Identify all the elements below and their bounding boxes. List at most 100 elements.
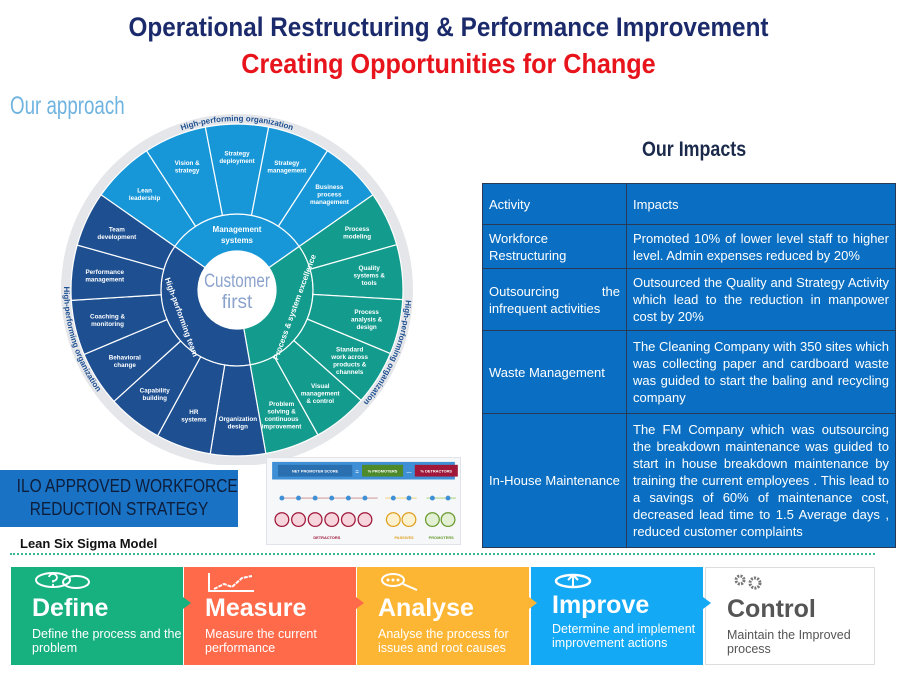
wheel-segment-label: channels: [336, 369, 364, 376]
nps-scale-dot: [429, 495, 435, 501]
nps-scale-dot: [312, 495, 318, 501]
step-name: Improve: [552, 591, 650, 619]
wheel-segment-label: Organization: [219, 416, 258, 423]
wheel-segment-label: process: [317, 191, 342, 198]
step-name: Control: [727, 595, 816, 623]
step-name: Define: [32, 594, 109, 622]
nps-passives: PASSIVES: [394, 535, 414, 540]
wheel-segment-label: systems: [181, 417, 207, 424]
wheel-segment-label: products &: [333, 361, 367, 368]
ilo-line-1: ILO APPROVED WORKFORCE: [16, 476, 238, 496]
nps-scale-dot: [390, 495, 396, 501]
column-header-activity: Activity: [482, 183, 627, 225]
inner-management-1: Management: [213, 225, 262, 234]
wheel-segment-label: solving &: [267, 409, 296, 416]
step-name: Measure: [205, 594, 307, 622]
nps-scale-dot: [296, 495, 301, 501]
table-header: Activity Impacts: [482, 183, 896, 225]
wheel-segment-label: design: [356, 324, 376, 331]
nps-detractors-pct: % DETRACTORS: [421, 469, 453, 474]
wheel-segment-label: modeling: [343, 234, 371, 241]
wheel-segment-label: management: [267, 167, 307, 174]
step-improve: Improve Determine and implement improvem…: [531, 567, 711, 665]
column-header-impacts: Impacts: [626, 183, 896, 225]
wheel-segment: [76, 193, 176, 271]
nps-face-icon: [291, 512, 306, 528]
line-chart-icon: [208, 573, 254, 592]
wheel-segment-label: Performance: [85, 269, 124, 276]
wheel-segment-label: Problem: [269, 401, 295, 408]
nps-face-icon: [340, 512, 356, 528]
wheel-segment-label: management: [310, 199, 350, 206]
nps-face-icon: [401, 512, 417, 528]
nps-score-label: NET PROMOTER SCORE: [292, 469, 339, 474]
nps-scale-dot: [329, 495, 335, 501]
activity-cell: Outsourcing the infrequent activities: [482, 268, 627, 331]
wheel-segment-label: Lean: [137, 188, 152, 195]
gears-icon: [734, 574, 762, 590]
lean-six-sigma-label: Lean Six Sigma Model: [20, 536, 158, 551]
nps-face-icon: [440, 512, 456, 528]
nps-equals: =: [355, 470, 359, 476]
wheel-segment-label: change: [114, 362, 137, 369]
nps-face-icon: [385, 512, 401, 528]
nps-face-icon: [424, 512, 440, 528]
center-line-1: Customer: [204, 269, 270, 291]
wheel-segment-label: leadership: [129, 195, 161, 202]
center-circle: [198, 251, 276, 329]
page-title: Operational Restructuring & Performance …: [128, 12, 769, 42]
nps-detractors: DETRACTORS: [313, 535, 340, 540]
wheel-segment-label: strategy: [175, 167, 200, 174]
step-description: Measure the current performance: [205, 627, 317, 655]
nps-scale-dot: [406, 495, 412, 501]
wheel-segment-label: tools: [362, 280, 378, 287]
nps-promoters: PROMOTERS: [429, 535, 454, 540]
wheel-segment-label: improvement: [262, 424, 302, 431]
impacts-heading: Our Impacts: [642, 138, 747, 161]
magnifier-icon: [381, 573, 418, 591]
wheel-segment-label: Visual: [311, 383, 330, 390]
wheel-segment-label: Capability: [140, 388, 171, 395]
wheel-segment-label: building: [142, 395, 167, 402]
nps-face-icon: [274, 512, 290, 528]
step-name: Analyse: [378, 594, 474, 622]
wheel-segment-label: management: [85, 277, 125, 284]
ilo-banner: ILO APPROVED WORKFORCE REDUCTION STRATEG…: [0, 470, 238, 527]
nps-scale-dot: [362, 495, 368, 501]
wheel-segment-label: analysis &: [351, 317, 383, 324]
nps-promoters-pct: % PROMOTERS: [368, 469, 398, 474]
nps-face-icon: [357, 512, 373, 528]
net-promoter-score-graphic: NET PROMOTER SCORE = % PROMOTERS — % DET…: [266, 457, 461, 545]
wheel-segment-label: Strategy: [224, 150, 250, 157]
wheel-segment-label: Strategy: [274, 160, 300, 167]
nps-face-icon: [324, 512, 340, 528]
nps-scale-dot: [345, 495, 351, 501]
wheel-segment-label: design: [228, 424, 248, 431]
step-control: Control Maintain the Improved process: [705, 567, 875, 665]
ilo-line-2: REDUCTION STRATEGY: [29, 499, 209, 519]
approach-heading: Our approach: [10, 92, 125, 120]
step-description: Determine and implement improvement acti…: [552, 622, 696, 650]
activity-cell: Waste Management: [482, 330, 627, 414]
wheel-segment-label: Team: [109, 226, 125, 233]
inner-management-2: systems: [221, 236, 254, 245]
wheel-segment-label: work across: [330, 354, 368, 361]
impact-cell: Promoted 10% of lower level staff to hig…: [626, 224, 896, 269]
step-description: Analyse the process for issues and root …: [378, 627, 509, 655]
wheel-segment-label: Process: [354, 309, 379, 316]
impacts-table: Activity Impacts Workforce Restructuring…: [482, 183, 896, 548]
upload-arrow-icon: [554, 573, 592, 589]
impact-cell: The FM Company which was outsourcing the…: [626, 413, 896, 548]
wheel-segment-label: systems &: [353, 273, 385, 280]
wheel-segment-label: management: [301, 391, 341, 398]
table-row: In-House Maintenance The FM Company whic…: [482, 413, 896, 548]
nps-minus: —: [407, 471, 412, 476]
wheel-segment-label: development: [97, 234, 137, 241]
nps-scale-dot: [279, 495, 285, 501]
dotted-divider: [10, 553, 875, 555]
impact-cell: The Cleaning Company with 350 sites whic…: [626, 330, 896, 414]
wheel-segment-label: monitoring: [91, 321, 124, 328]
wheel-segment-label: & control: [306, 398, 334, 405]
step-analyse: Analyse Analyse the process for issues a…: [357, 567, 537, 665]
